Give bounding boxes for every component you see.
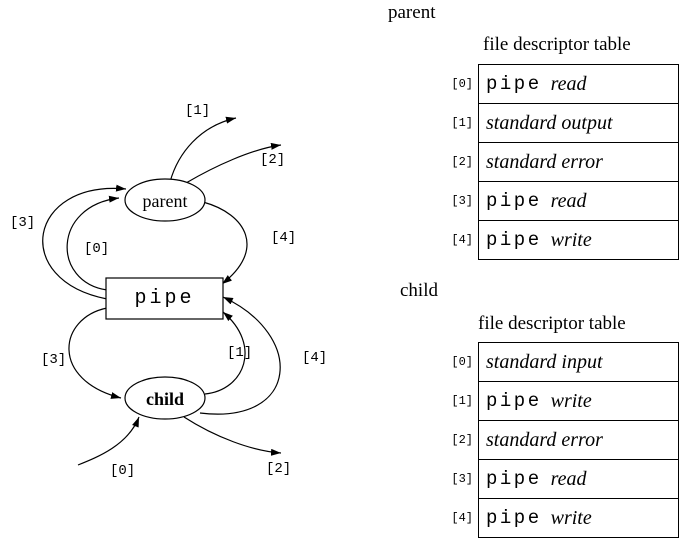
fd-index: [1] bbox=[451, 394, 473, 408]
fd-value-italic: standard output bbox=[486, 111, 613, 134]
fd-cell: pipe write bbox=[478, 220, 679, 260]
child-fd0-arrow-label: [0] bbox=[110, 463, 136, 479]
fd-index: [1] bbox=[451, 116, 473, 130]
arrow-stdin-to-child-fd0 bbox=[77, 416, 140, 466]
parent-fd1-arrow-label: [1] bbox=[185, 103, 211, 119]
child-node-label: child bbox=[145, 389, 184, 409]
fd-value-italic: standard error bbox=[486, 150, 603, 173]
table-row: [4] pipe write bbox=[441, 498, 679, 538]
fd-value-italic: write bbox=[550, 506, 592, 529]
arrow-pipe-to-parent-fd0 bbox=[66, 195, 120, 291]
table-row: [1] pipe write bbox=[441, 381, 679, 421]
table-row: [1] standard output bbox=[441, 103, 679, 143]
fd-cell: pipe write bbox=[478, 498, 679, 538]
child-fd2-arrow-label: [2] bbox=[266, 461, 292, 477]
fd-value-mono: pipe bbox=[486, 73, 542, 95]
fd-value-mono: pipe bbox=[486, 468, 542, 490]
fd-value-italic: read bbox=[550, 189, 587, 212]
fd-index: [3] bbox=[451, 472, 473, 486]
fd-cell: pipe write bbox=[478, 381, 679, 421]
fd-value-italic: standard input bbox=[486, 350, 603, 373]
fd-cell: standard output bbox=[478, 103, 679, 143]
parent-process-node bbox=[124, 178, 206, 222]
parent-fd3-arrow-label: [3] bbox=[10, 215, 36, 231]
fd-value-mono: pipe bbox=[486, 390, 542, 412]
process-pipe-diagram bbox=[42, 116, 282, 466]
fd-index: [0] bbox=[451, 355, 473, 369]
fd-cell: pipe read bbox=[478, 181, 679, 221]
child-section-title: child bbox=[400, 280, 438, 301]
fd-value-italic: write bbox=[550, 228, 592, 251]
child-table-header: file descriptor table bbox=[478, 313, 626, 334]
fd-value-mono: pipe bbox=[486, 507, 542, 529]
fd-value-mono: pipe bbox=[486, 190, 542, 212]
fd-value-italic: read bbox=[550, 72, 587, 95]
parent-fd-table: [0] pipe read [1] standard output [2] sta… bbox=[441, 64, 679, 260]
child-fd1-arrow-label: [1] bbox=[227, 345, 253, 361]
child-fd3-arrow-label: [3] bbox=[41, 352, 67, 368]
table-row: [4] pipe write bbox=[441, 220, 679, 260]
arrow-parent-fd4-to-pipe bbox=[202, 201, 248, 285]
arrow-child-fd1-to-pipe bbox=[204, 311, 246, 395]
fd-cell: standard input bbox=[478, 342, 679, 382]
table-row: [3] pipe read bbox=[441, 459, 679, 499]
fd-cell: standard error bbox=[478, 142, 679, 182]
fd-cell: standard error bbox=[478, 420, 679, 460]
fd-cell: pipe read bbox=[478, 459, 679, 499]
fd-index: [2] bbox=[451, 433, 473, 447]
parent-fd2-arrow-label: [2] bbox=[260, 152, 286, 168]
table-row: [3] pipe read bbox=[441, 181, 679, 221]
table-row: [2] standard error bbox=[441, 420, 679, 460]
fd-value-italic: read bbox=[550, 467, 587, 490]
pipe-node bbox=[105, 277, 224, 320]
fd-index: [2] bbox=[451, 155, 473, 169]
arrow-child-fd2-stderr bbox=[183, 416, 282, 456]
fd-cell: pipe read bbox=[478, 64, 679, 104]
fd-value-italic: standard error bbox=[486, 428, 603, 451]
fd-index: [4] bbox=[451, 233, 473, 247]
table-row: [0] standard input bbox=[441, 342, 679, 382]
arrow-pipe-to-parent-fd3 bbox=[42, 184, 127, 300]
fd-value-italic: write bbox=[550, 389, 592, 412]
parent-node-label: parent bbox=[142, 191, 188, 211]
arrow-parent-fd2-stderr bbox=[185, 142, 282, 184]
parent-fd4-arrow-label: [4] bbox=[271, 230, 297, 246]
fd-index: [3] bbox=[451, 194, 473, 208]
fd-index: [4] bbox=[451, 511, 473, 525]
fd-index: [0] bbox=[451, 77, 473, 91]
table-row: [2] standard error bbox=[441, 142, 679, 182]
table-row: [0] pipe read bbox=[441, 64, 679, 104]
parent-fd0-arrow-label: [0] bbox=[84, 241, 110, 257]
arrow-child-fd4-to-pipe bbox=[199, 296, 281, 415]
arrow-pipe-to-child-fd3 bbox=[68, 307, 122, 399]
child-fd4-arrow-label: [4] bbox=[302, 350, 328, 366]
fd-value-mono: pipe bbox=[486, 229, 542, 251]
child-process-node bbox=[124, 376, 206, 420]
pipe-node-label: pipe bbox=[134, 287, 195, 310]
arrow-parent-fd1-stdout bbox=[169, 116, 237, 183]
child-fd-table: [0] standard input [1] pipe write [2] sta… bbox=[441, 342, 679, 538]
parent-section-title: parent bbox=[388, 2, 436, 23]
parent-table-header: file descriptor table bbox=[483, 34, 631, 55]
